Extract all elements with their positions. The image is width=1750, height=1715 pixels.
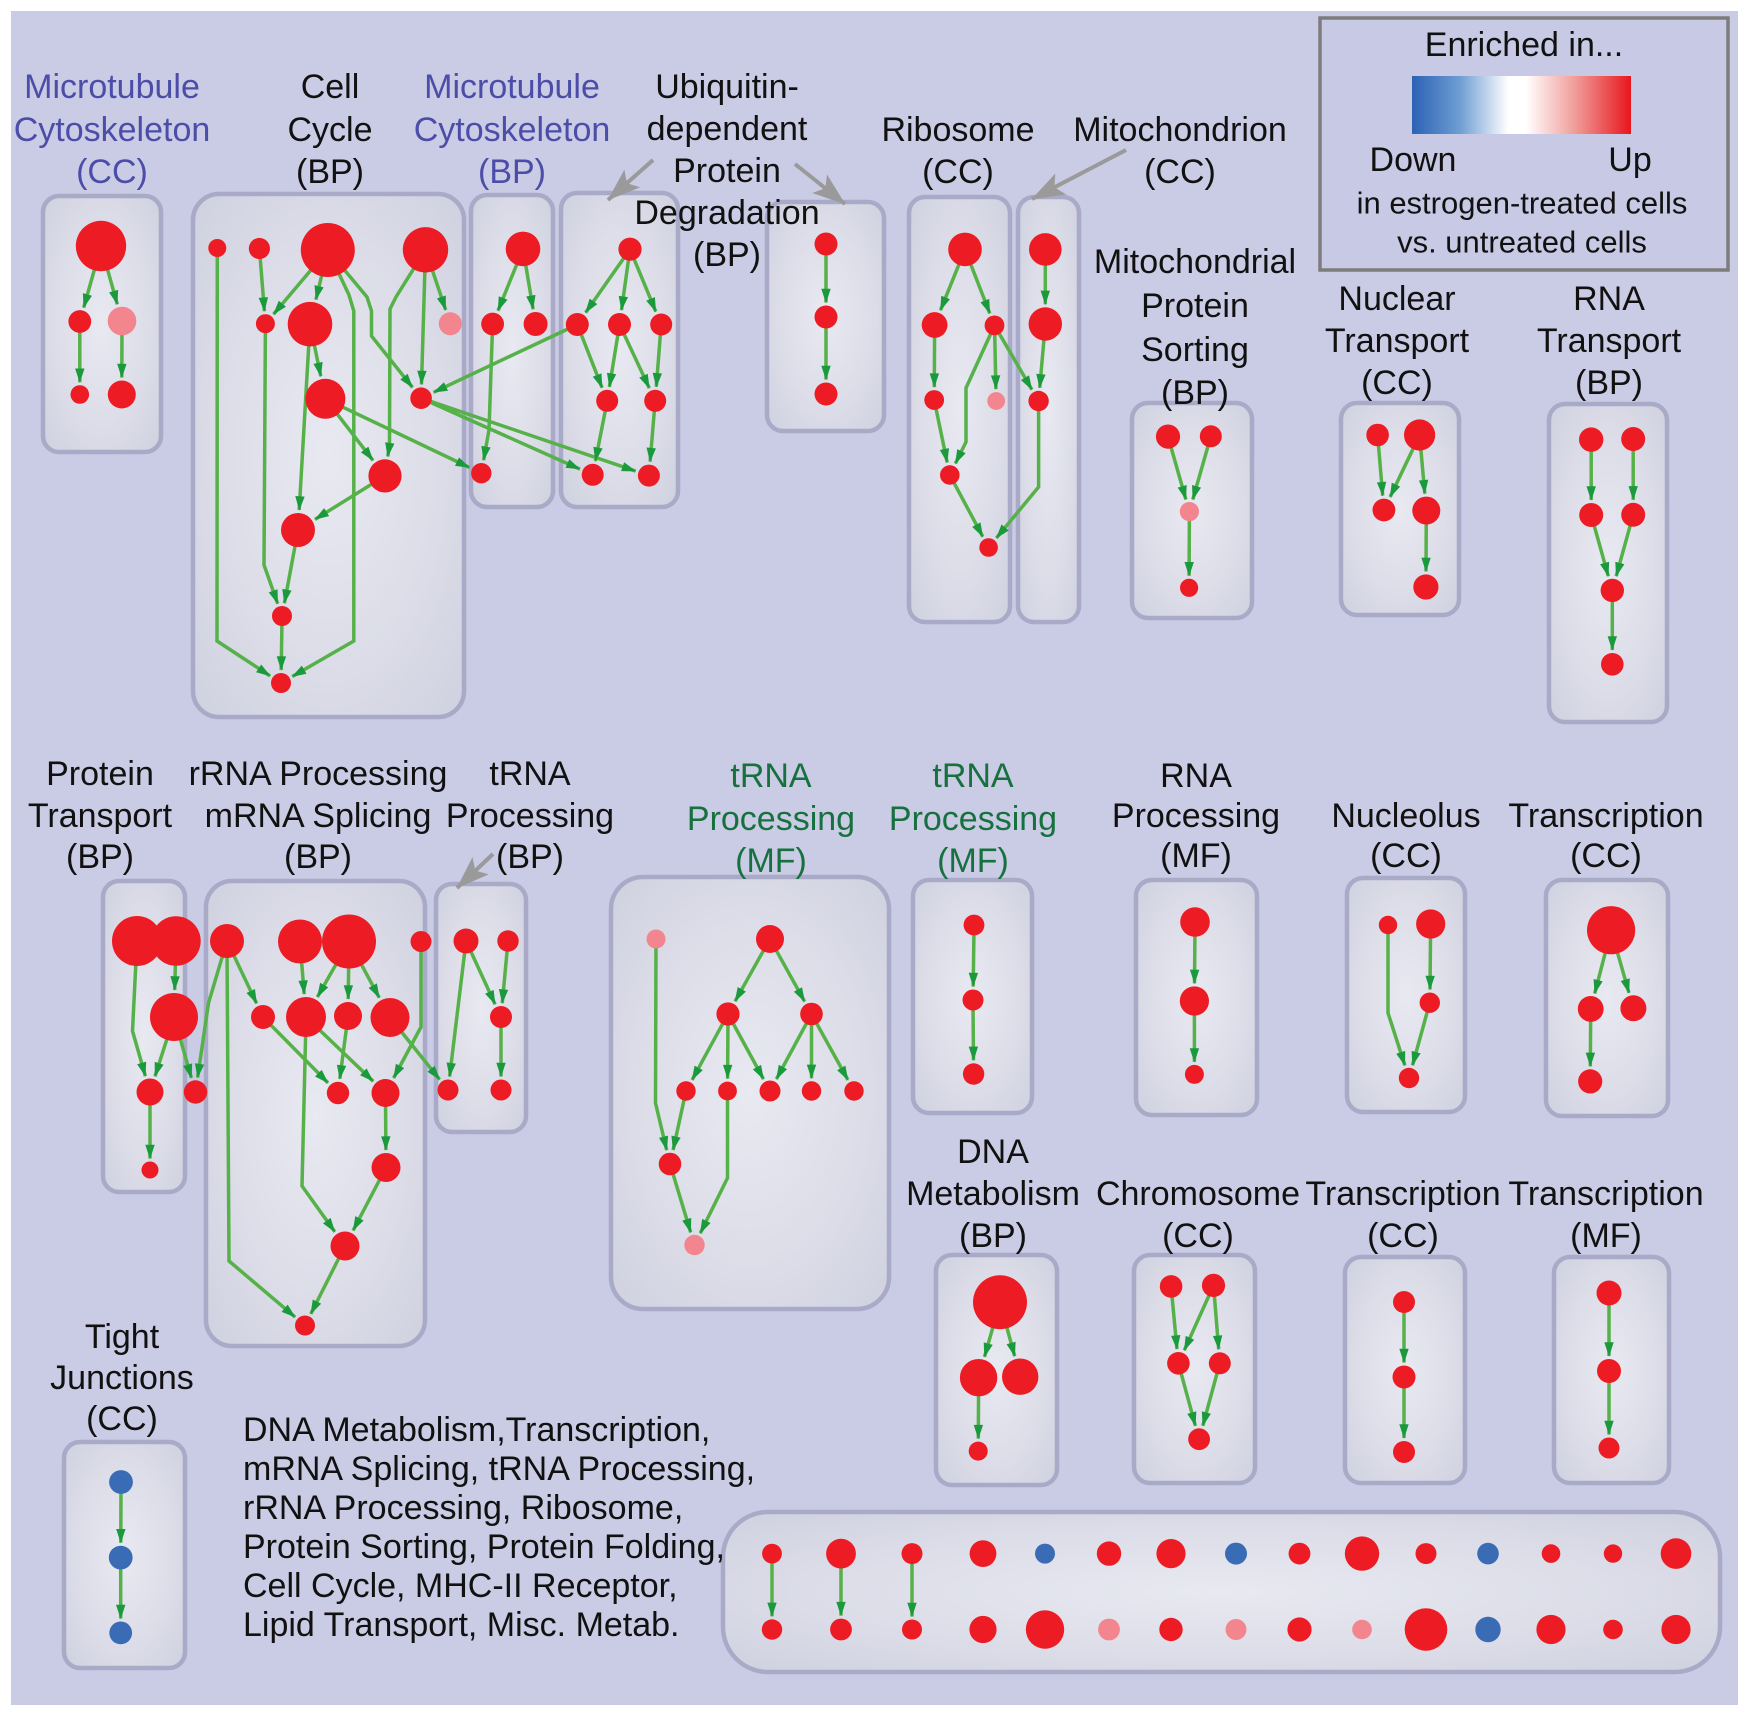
svg-text:Microtubule: Microtubule xyxy=(24,68,200,106)
svg-text:(BP): (BP) xyxy=(296,153,364,191)
svg-text:Mitochondrial: Mitochondrial xyxy=(1094,243,1296,281)
svg-text:Enriched in...: Enriched in... xyxy=(1425,26,1623,64)
svg-text:(MF): (MF) xyxy=(937,842,1009,880)
svg-text:Nuclear: Nuclear xyxy=(1338,280,1455,318)
svg-text:in estrogen-treated cells: in estrogen-treated cells xyxy=(1357,186,1688,221)
svg-text:rRNA Processing, Ribosome,: rRNA Processing, Ribosome, xyxy=(243,1489,683,1527)
svg-text:Processing: Processing xyxy=(889,800,1057,838)
svg-text:tRNA: tRNA xyxy=(489,755,571,793)
svg-text:RNA: RNA xyxy=(1573,280,1645,318)
svg-text:Processing: Processing xyxy=(1112,797,1280,835)
svg-text:(BP): (BP) xyxy=(284,838,352,876)
svg-text:Sorting: Sorting xyxy=(1141,331,1249,369)
svg-text:RNA: RNA xyxy=(1160,757,1232,795)
svg-text:(BP): (BP) xyxy=(66,838,134,876)
svg-text:(BP): (BP) xyxy=(1161,374,1229,412)
svg-text:Microtubule: Microtubule xyxy=(424,68,600,106)
svg-text:(MF): (MF) xyxy=(735,842,807,880)
svg-text:tRNA: tRNA xyxy=(932,757,1014,795)
svg-text:Cell: Cell xyxy=(301,68,360,106)
svg-text:Degradation: Degradation xyxy=(634,194,819,232)
svg-text:Protein: Protein xyxy=(1141,287,1249,325)
svg-text:(MF): (MF) xyxy=(1570,1217,1642,1255)
svg-text:Transcription: Transcription xyxy=(1508,797,1703,835)
svg-text:(BP): (BP) xyxy=(959,1217,1027,1255)
svg-text:Transcription: Transcription xyxy=(1305,1175,1500,1213)
svg-text:Metabolism: Metabolism xyxy=(906,1175,1080,1213)
svg-text:mRNA Splicing: mRNA Splicing xyxy=(205,797,432,835)
svg-text:rRNA Processing: rRNA Processing xyxy=(189,755,448,793)
svg-text:Junctions: Junctions xyxy=(50,1359,194,1397)
svg-text:Ubiquitin-: Ubiquitin- xyxy=(655,68,799,106)
svg-text:Chromosome: Chromosome xyxy=(1096,1175,1300,1213)
svg-text:DNA Metabolism,Transcription,: DNA Metabolism,Transcription, xyxy=(243,1411,710,1449)
svg-text:(BP): (BP) xyxy=(1575,364,1643,402)
svg-text:Protein Sorting, Protein Foldi: Protein Sorting, Protein Folding, xyxy=(243,1528,725,1566)
svg-text:Tight: Tight xyxy=(85,1318,160,1356)
svg-text:(CC): (CC) xyxy=(1570,837,1642,875)
svg-text:(CC): (CC) xyxy=(1144,153,1216,191)
svg-text:Up: Up xyxy=(1608,141,1651,179)
svg-text:Transcription: Transcription xyxy=(1508,1175,1703,1213)
svg-text:(CC): (CC) xyxy=(1162,1217,1234,1255)
svg-text:(CC): (CC) xyxy=(1367,1217,1439,1255)
svg-text:(CC): (CC) xyxy=(1370,837,1442,875)
svg-text:dependent: dependent xyxy=(647,110,808,148)
svg-text:(BP): (BP) xyxy=(693,236,761,274)
svg-text:Mitochondrion: Mitochondrion xyxy=(1073,111,1287,149)
svg-text:(CC): (CC) xyxy=(1361,364,1433,402)
svg-text:mRNA Splicing, tRNA Processing: mRNA Splicing, tRNA Processing, xyxy=(243,1450,755,1488)
svg-text:Lipid Transport, Misc. Metab.: Lipid Transport, Misc. Metab. xyxy=(243,1606,680,1644)
svg-text:Cytoskeleton: Cytoskeleton xyxy=(414,111,611,149)
svg-text:(BP): (BP) xyxy=(496,838,564,876)
svg-text:Transport: Transport xyxy=(28,797,173,835)
svg-text:(CC): (CC) xyxy=(922,153,994,191)
svg-text:tRNA: tRNA xyxy=(730,757,812,795)
svg-text:Processing: Processing xyxy=(687,800,855,838)
svg-text:(CC): (CC) xyxy=(76,153,148,191)
svg-text:Cytoskeleton: Cytoskeleton xyxy=(14,111,211,149)
svg-text:Protein: Protein xyxy=(673,152,781,190)
svg-text:Transport: Transport xyxy=(1537,322,1682,360)
svg-text:Ribosome: Ribosome xyxy=(881,111,1034,149)
svg-text:Down: Down xyxy=(1370,141,1457,179)
svg-text:(MF): (MF) xyxy=(1160,837,1232,875)
svg-text:Processing: Processing xyxy=(446,797,614,835)
svg-text:Cycle: Cycle xyxy=(287,111,372,149)
svg-text:Cell Cycle, MHC-II Receptor,: Cell Cycle, MHC-II Receptor, xyxy=(243,1567,678,1605)
svg-text:Transport: Transport xyxy=(1325,322,1470,360)
svg-text:Nucleolus: Nucleolus xyxy=(1331,797,1480,835)
svg-text:vs. untreated cells: vs. untreated cells xyxy=(1397,225,1647,260)
svg-text:(CC): (CC) xyxy=(86,1400,158,1438)
svg-text:Protein: Protein xyxy=(46,755,154,793)
svg-text:(BP): (BP) xyxy=(478,153,546,191)
svg-text:DNA: DNA xyxy=(957,1133,1029,1171)
